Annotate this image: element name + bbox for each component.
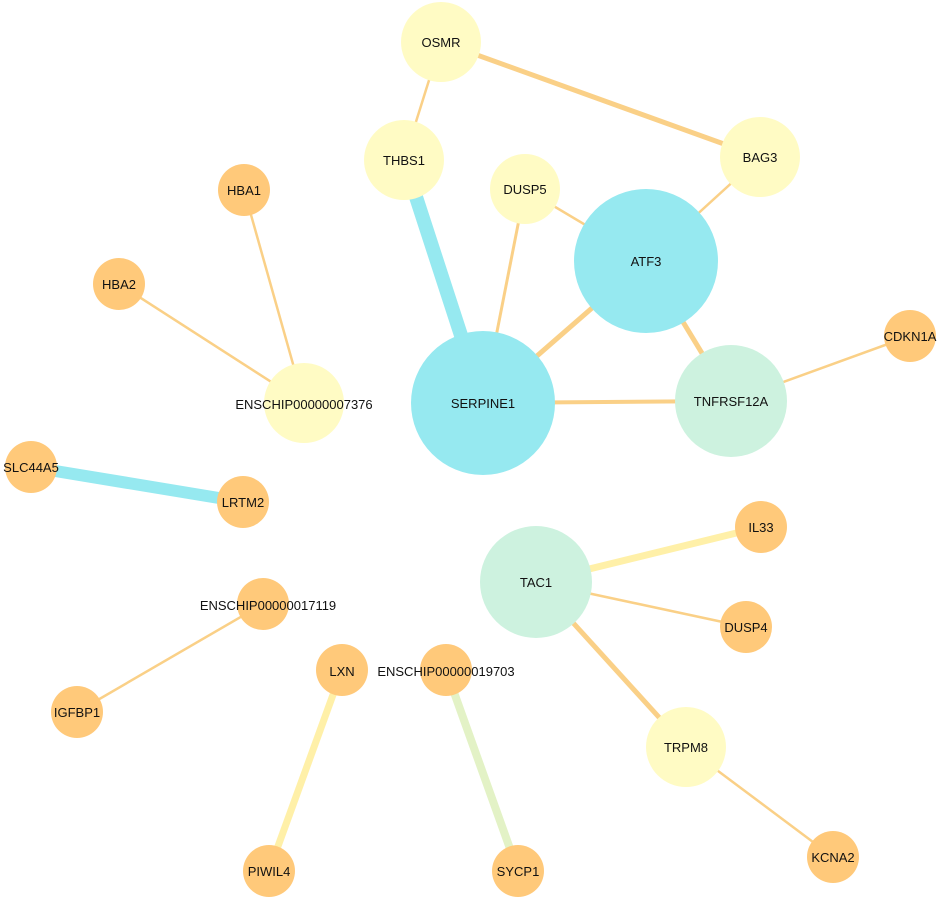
node-enschip00000019703[interactable]: ENSCHIP00000019703 xyxy=(377,644,515,696)
node-label: HBA1 xyxy=(227,183,261,198)
node-circle xyxy=(411,331,555,475)
node-circle xyxy=(5,441,57,493)
node-circle xyxy=(574,189,718,333)
node-circle xyxy=(646,707,726,787)
node-label: BAG3 xyxy=(743,150,778,165)
node-label: SERPINE1 xyxy=(451,396,515,411)
node-label: ENSCHIP00000007376 xyxy=(235,397,372,412)
node-circle xyxy=(720,601,772,653)
node-enschip00000017119[interactable]: ENSCHIP00000017119 xyxy=(200,578,336,630)
node-label: HBA2 xyxy=(102,277,136,292)
node-label: OSMR xyxy=(422,35,461,50)
node-label: ENSCHIP00000017119 xyxy=(200,598,336,613)
node-label: TAC1 xyxy=(520,575,552,590)
node-igfbp1[interactable]: IGFBP1 xyxy=(51,686,103,738)
node-circle xyxy=(480,526,592,638)
node-label: THBS1 xyxy=(383,153,425,168)
node-circle xyxy=(237,578,289,630)
node-thbs1[interactable]: THBS1 xyxy=(364,120,444,200)
node-label: ATF3 xyxy=(631,254,662,269)
node-circle xyxy=(316,644,368,696)
node-circle xyxy=(218,164,270,216)
node-label: LXN xyxy=(329,664,354,679)
node-circle xyxy=(720,117,800,197)
node-lxn[interactable]: LXN xyxy=(316,644,368,696)
node-serpine1[interactable]: SERPINE1 xyxy=(411,331,555,475)
node-slc44a5[interactable]: SLC44A5 xyxy=(3,441,59,493)
edge-osmr-bag3 xyxy=(440,39,761,160)
node-hba2[interactable]: HBA2 xyxy=(93,258,145,310)
node-tnfrsf12a[interactable]: TNFRSF12A xyxy=(675,345,787,457)
node-circle xyxy=(490,154,560,224)
edge-slc44a5-lrtm2 xyxy=(30,461,244,508)
node-atf3[interactable]: ATF3 xyxy=(574,189,718,333)
node-hba1[interactable]: HBA1 xyxy=(218,164,270,216)
node-kcna2[interactable]: KCNA2 xyxy=(807,831,859,883)
node-circle xyxy=(492,845,544,897)
network-edges xyxy=(30,39,911,873)
node-dusp5[interactable]: DUSP5 xyxy=(490,154,560,224)
node-label: SLC44A5 xyxy=(3,460,59,475)
node-label: TNFRSF12A xyxy=(694,394,769,409)
node-label: SYCP1 xyxy=(497,864,540,879)
edge-lxn-piwil4 xyxy=(265,668,346,873)
node-tac1[interactable]: TAC1 xyxy=(480,526,592,638)
node-label: LRTM2 xyxy=(222,495,264,510)
node-label: ENSCHIP00000019703 xyxy=(377,664,514,679)
node-lrtm2[interactable]: LRTM2 xyxy=(217,476,269,528)
node-circle xyxy=(243,845,295,897)
node-circle xyxy=(364,120,444,200)
node-circle xyxy=(51,686,103,738)
node-sycp1[interactable]: SYCP1 xyxy=(492,845,544,897)
node-circle xyxy=(675,345,787,457)
node-circle xyxy=(807,831,859,883)
edge-enschip00000019703-sycp1 xyxy=(442,668,522,873)
node-label: IL33 xyxy=(748,520,773,535)
node-osmr[interactable]: OSMR xyxy=(401,2,481,82)
node-label: KCNA2 xyxy=(811,850,854,865)
node-dusp4[interactable]: DUSP4 xyxy=(720,601,772,653)
node-trpm8[interactable]: TRPM8 xyxy=(646,707,726,787)
node-circle xyxy=(884,310,936,362)
node-circle xyxy=(401,2,481,82)
node-label: IGFBP1 xyxy=(54,705,100,720)
node-label: CDKN1A xyxy=(884,329,937,344)
node-label: DUSP4 xyxy=(724,620,767,635)
node-enschip00000007376[interactable]: ENSCHIP00000007376 xyxy=(235,363,373,443)
node-circle xyxy=(420,644,472,696)
node-label: TRPM8 xyxy=(664,740,708,755)
edge-enschip00000017119-igfbp1 xyxy=(76,602,264,714)
node-circle xyxy=(93,258,145,310)
node-bag3[interactable]: BAG3 xyxy=(720,117,800,197)
node-piwil4[interactable]: PIWIL4 xyxy=(243,845,295,897)
node-cdkn1a[interactable]: CDKN1A xyxy=(884,310,937,362)
node-label: DUSP5 xyxy=(503,182,546,197)
node-circle xyxy=(735,501,787,553)
node-il33[interactable]: IL33 xyxy=(735,501,787,553)
node-label: PIWIL4 xyxy=(248,864,291,879)
node-circle xyxy=(264,363,344,443)
node-circle xyxy=(217,476,269,528)
